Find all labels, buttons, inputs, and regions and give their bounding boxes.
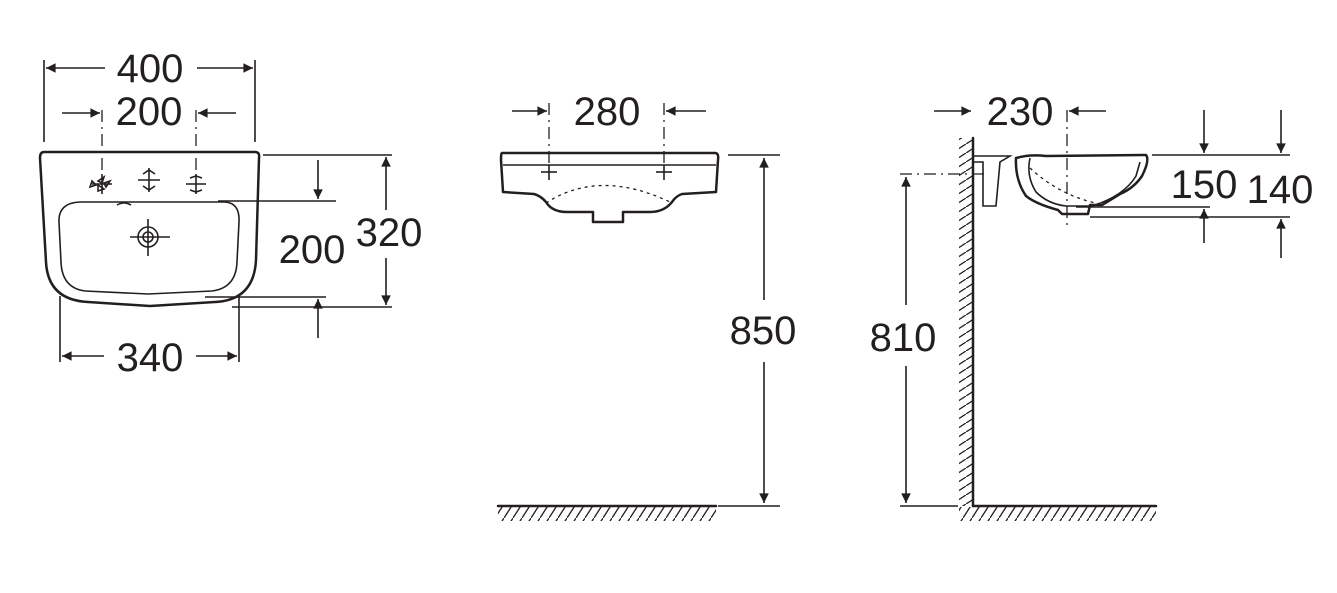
front-view: 400 200 340 200 320 [38, 47, 423, 380]
dim-tap-spacing-rear: 280 [574, 90, 641, 134]
dim-waste-height: 810 [870, 316, 937, 360]
tap-hole-right [186, 174, 206, 194]
dim-depth-overall: 320 [356, 211, 423, 255]
dim-trap-height: 140 [1247, 168, 1314, 212]
basin-inner-bowl [58, 201, 240, 295]
tap-mark-left [541, 165, 557, 180]
wall-hatch [959, 138, 973, 506]
basin-outline [38, 150, 261, 308]
dim-bowl-depth: 200 [279, 228, 346, 272]
dim-bowl-height: 150 [1171, 163, 1238, 207]
dim-width-overall: 400 [117, 47, 184, 91]
side-view: 230 150 140 810 [870, 90, 1314, 521]
tap-hole-left [88, 174, 112, 194]
dim-tap-spacing-front: 200 [116, 90, 183, 134]
dim-projection: 230 [987, 90, 1054, 134]
floor-hatch-rear [498, 507, 716, 521]
tap-hole-center [138, 168, 160, 192]
floor-hatch-side [959, 507, 1156, 521]
dim-rim-height: 850 [730, 309, 797, 353]
drain-symbol [130, 219, 170, 256]
dim-bowl-width: 340 [117, 336, 184, 380]
overflow-slot [116, 202, 132, 206]
tap-mark-right [656, 165, 672, 180]
basin-elevation-outline [499, 151, 720, 224]
basin-side-profile [1014, 153, 1149, 216]
rear-view: 280 850 [496, 90, 797, 521]
